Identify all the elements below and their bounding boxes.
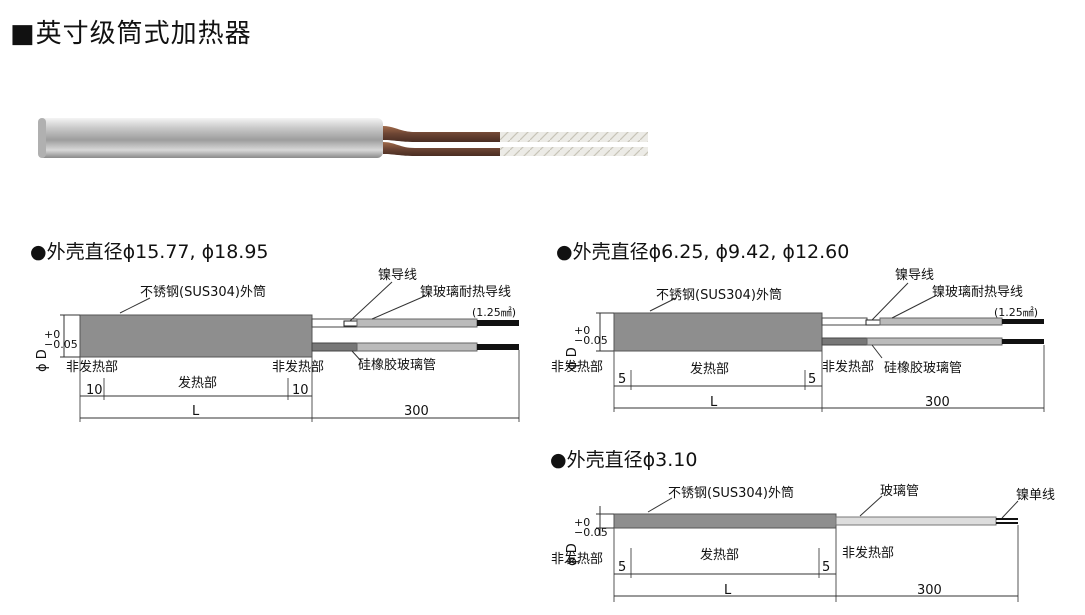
s1-extension-lines: [79, 350, 520, 422]
s1-dim-right: 10: [292, 383, 309, 398]
s1-leads: [311, 318, 519, 352]
s2-tolerance-label: +0 −0.05: [574, 324, 608, 347]
s2-heater-body: [613, 312, 823, 352]
page-title: ■英寸级筒式加热器: [10, 19, 252, 49]
s2-leads: [821, 317, 1044, 346]
section1-heading: ●外壳直径ϕ15.77, ϕ18.95: [30, 241, 269, 263]
s2-non-heat-left: 非发热部: [551, 360, 604, 375]
s1-nickel-lead-label: 镍导线: [378, 268, 418, 283]
s2-nickel-lead-label: 镍导线: [895, 268, 935, 283]
s3-single-lead-label: 镍单线: [1016, 488, 1056, 503]
s3-dim-lead: 300: [917, 583, 942, 598]
s1-diameter-dim: [60, 314, 80, 358]
s3-dim-left: 5: [618, 560, 627, 575]
s1-wire-size-label: (1.25㎟): [472, 306, 517, 319]
s1-leaders: [119, 281, 426, 363]
s3-glass-tube-label: 玻璃管: [880, 484, 920, 499]
s2-sheath-label: 不锈钢(SUS304)外筒: [656, 288, 782, 303]
s3-leads: [835, 516, 1018, 526]
s3-extension-lines: [613, 525, 1019, 602]
s2-dim-left: 5: [618, 372, 627, 387]
s1-sleeve-label: 硅橡胶玻璃管: [358, 358, 437, 373]
s2-dim-lead: 300: [925, 395, 950, 410]
s2-glass-lead-label: 镍玻璃耐热导线: [932, 285, 1024, 300]
s2-non-heat-right: 非发热部: [822, 360, 875, 375]
section3-heading: ●外壳直径ϕ3.10: [550, 449, 698, 471]
photo-braided-leads: [500, 132, 648, 156]
s3-dim-right: 5: [822, 560, 831, 575]
s3-tolerance-label: +0 −0.05: [574, 516, 608, 539]
s3-non-heat-left: 非发热部: [551, 552, 604, 567]
s2-dim-right: 5: [808, 372, 817, 387]
s2-wire-size-label: (1.25㎟): [994, 306, 1039, 319]
photo-lead-sleeves: [383, 126, 500, 156]
s1-heat-zone-label: 发热部: [178, 376, 218, 391]
s3-diameter-dim: [596, 506, 614, 536]
s2-extension-lines: [613, 345, 1045, 412]
s3-heater-body: [613, 513, 837, 529]
s1-dim-lead: 300: [404, 404, 429, 419]
s1-dim-left: 10: [86, 383, 103, 398]
s2-diameter-dim: [596, 312, 614, 352]
s3-sheath-label: 不锈钢(SUS304)外筒: [668, 486, 794, 501]
s1-heater-body: [79, 314, 313, 358]
s3-leaders: [647, 495, 1019, 519]
s2-heat-zone-label: 发热部: [690, 362, 730, 377]
s1-non-heat-right: 非发热部: [272, 360, 325, 375]
s1-glass-lead-label: 镍玻璃耐热导线: [420, 285, 512, 300]
s2-dim-L: L: [710, 395, 718, 410]
s1-tolerance-label: +0 −0.05: [44, 328, 78, 351]
s3-heat-zone-label: 发热部: [700, 548, 740, 563]
s1-sheath-label: 不锈钢(SUS304)外筒: [140, 285, 266, 300]
photo-heater-body: [38, 118, 383, 158]
s2-leaders: [649, 282, 936, 359]
s1-dim-L: L: [192, 404, 200, 419]
s3-non-heat-right: 非发热部: [842, 546, 895, 561]
s2-sleeve-label: 硅橡胶玻璃管: [884, 361, 963, 376]
s1-non-heat-left: 非发热部: [66, 360, 119, 375]
s3-dim-L: L: [724, 583, 732, 598]
section2-heading: ●外壳直径ϕ6.25, ϕ9.42, ϕ12.60: [556, 241, 850, 263]
